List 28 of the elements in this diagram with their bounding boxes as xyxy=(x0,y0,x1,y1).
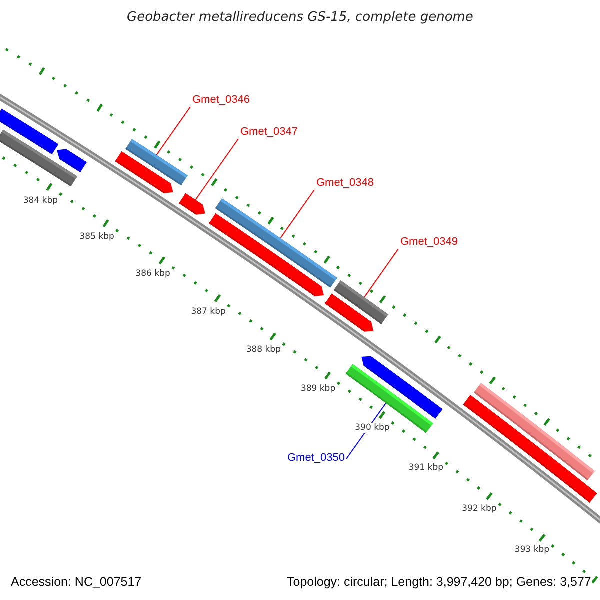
gene-feature xyxy=(325,294,374,332)
gene-feature xyxy=(0,130,78,187)
scale-label: 390 kbp xyxy=(354,423,391,434)
scale-label: 384 kbp xyxy=(22,196,60,206)
gene-feature xyxy=(115,151,174,194)
leader-line xyxy=(364,248,399,298)
gene-label: Gmet_0347 xyxy=(240,126,298,138)
scale-label: 385 kbp xyxy=(78,232,116,242)
gene-label: Gmet_0350 xyxy=(288,452,345,464)
scale-label: 393 kbp xyxy=(514,545,551,556)
scale-label: 392 kbp xyxy=(461,504,498,514)
gene-label: Gmet_0346 xyxy=(192,94,250,106)
gene-feature xyxy=(463,395,598,503)
gene-label: Gmet_0349 xyxy=(400,236,458,248)
scale-label: 386 kbp xyxy=(134,268,172,279)
gene-label: Gmet_0348 xyxy=(316,177,374,189)
scale-label: 389 kbp xyxy=(300,384,337,394)
leader-line xyxy=(280,190,315,240)
gene-feature xyxy=(179,193,206,215)
leader-line xyxy=(156,106,191,156)
scale-label: 387 kbp xyxy=(190,306,227,317)
leader-line xyxy=(194,138,239,201)
accession-label: Accession: NC_007517 xyxy=(10,575,143,589)
scale-label: 391 kbp xyxy=(408,463,444,474)
genome-info: Topology: circular; Length: 3,997,420 bp; Genes: 3,577 xyxy=(286,575,592,589)
gene-feature xyxy=(209,214,324,296)
scale-label: 388 kbp xyxy=(245,344,282,355)
title: Geobacter metallireducens GS-15, complete genome xyxy=(127,10,474,25)
